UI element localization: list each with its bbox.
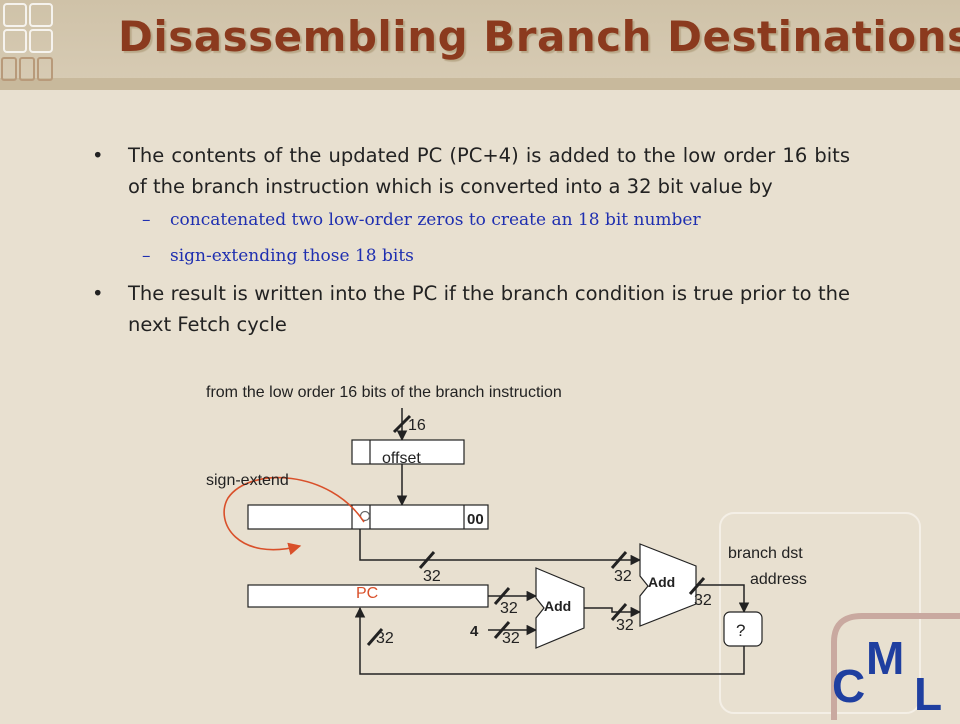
bullet-1-text: The contents of the updated PC (PC+4) is… (128, 144, 850, 198)
add-alu-pc4 (535, 567, 585, 649)
logo-l: L (914, 668, 942, 720)
svg-text:32: 32 (502, 630, 520, 647)
svg-text:32: 32 (376, 630, 394, 647)
svg-text:32: 32 (694, 592, 712, 609)
subbullet-2: – sign-extending those 18 bits (92, 238, 850, 274)
offset-label: offset (382, 450, 421, 467)
pc-feedback-wire (354, 606, 745, 675)
zeros-label: 00 (467, 511, 484, 528)
logo-c: C (832, 660, 865, 712)
bullet-2: • The result is written into the PC if t… (92, 278, 850, 340)
sub-dash: – (142, 246, 151, 266)
subbullet-1: – concatenated two low-order zeros to cr… (92, 202, 850, 238)
slide-title: Disassembling Branch Destinations (118, 12, 960, 61)
slide-body: • The contents of the updated PC (PC+4) … (92, 140, 850, 340)
title-bar (0, 0, 960, 90)
sub-dash: – (142, 210, 151, 230)
bullet-dot: • (92, 144, 104, 167)
title-band (0, 78, 960, 90)
bullet-1: • The contents of the updated PC (PC+4) … (92, 140, 850, 202)
sign-extend-arc (223, 476, 365, 556)
four-label: 4 (470, 623, 479, 640)
offset-box (351, 439, 465, 465)
svg-text:32: 32 (614, 568, 632, 585)
svg-text:32: 32 (500, 600, 518, 617)
logo-m: M (866, 632, 904, 684)
add-alu-branch (639, 543, 697, 627)
branch-dst-address-label: address (750, 571, 807, 588)
branch-dst-label: branch dst (728, 545, 803, 562)
corner-logo (1, 3, 53, 81)
pc-label: PC (356, 585, 378, 602)
diagram-caption: from the low order 16 bits of the branch… (206, 384, 562, 401)
svg-text:32: 32 (423, 568, 441, 585)
subbullet-1-text: concatenated two low-order zeros to crea… (170, 210, 701, 230)
sign-extend-label: sign-extend (206, 472, 289, 489)
subbullet-2-text: sign-extending those 18 bits (170, 246, 414, 266)
width-16-label: 16 (408, 417, 426, 434)
branch-mux (723, 611, 763, 647)
bullet-2-text: The result is written into the PC if the… (128, 282, 850, 336)
add-label: Add (544, 598, 571, 614)
add-label: Add (648, 574, 675, 590)
extended-offset-box (247, 504, 489, 530)
svg-text:32: 32 (616, 617, 634, 634)
bullet-dot: • (92, 282, 104, 305)
mux-label: ? (736, 621, 745, 640)
bus-slash (392, 414, 412, 434)
cml-logo: C M L (822, 612, 960, 720)
